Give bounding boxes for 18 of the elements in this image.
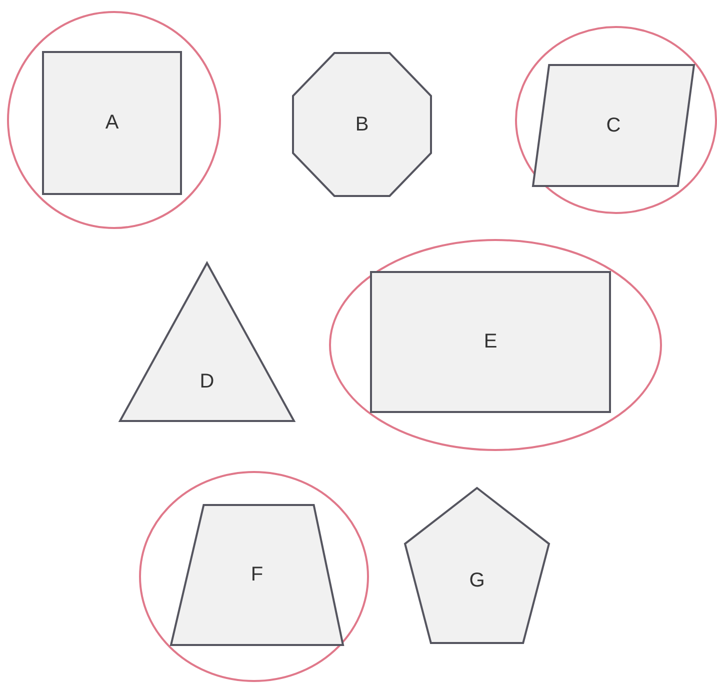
trapezoid-shape — [171, 505, 343, 645]
triangle-shape — [120, 263, 294, 421]
hand-drawn-ellipse — [516, 27, 716, 213]
shape-label: B — [355, 113, 369, 136]
shape-label: C — [606, 114, 621, 137]
shape-label: E — [484, 330, 498, 354]
hand-drawn-ellipse — [140, 472, 368, 681]
rectangle-shape — [371, 272, 610, 412]
rectangle-shape — [43, 52, 181, 194]
hand-drawn-ellipse — [330, 240, 661, 450]
hand-drawn-ellipse — [8, 12, 220, 228]
parallelogram-shape — [533, 65, 694, 186]
shape-label: F — [250, 564, 264, 586]
shape-label: D — [200, 370, 214, 393]
pentagon-shape — [405, 488, 549, 643]
octagon-shape — [293, 53, 431, 196]
shape-label: A — [105, 112, 119, 134]
shape-label: G — [469, 570, 485, 592]
